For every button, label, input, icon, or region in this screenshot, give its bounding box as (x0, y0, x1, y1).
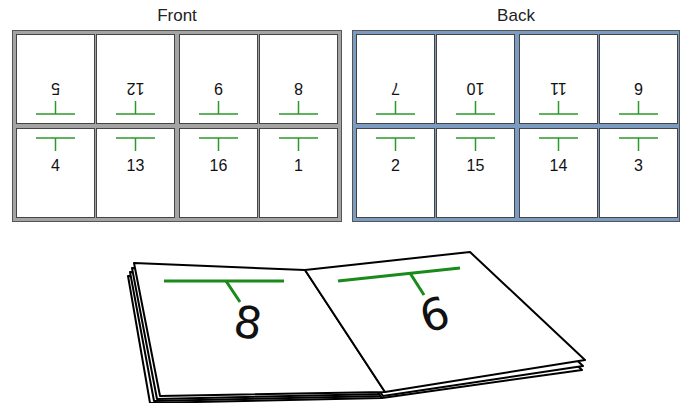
page-number: 10 (437, 79, 514, 97)
sheet-panel: Back710116215143 (352, 30, 680, 222)
page-cell: 12 (96, 34, 175, 124)
page-cell: 2 (356, 128, 435, 218)
page-number: 6 (600, 79, 677, 97)
page-cell: 15 (436, 128, 515, 218)
page-cell: 6 (599, 34, 678, 124)
page-number: 7 (357, 79, 434, 97)
sheet-panel: Front51298413161 (12, 30, 342, 222)
panel-heading: Back (353, 6, 679, 26)
page-cell: 8 (259, 34, 338, 124)
page-number: 9 (180, 79, 257, 97)
page-number: 16 (180, 157, 257, 175)
fold-mark (164, 280, 284, 283)
page-cell: 4 (16, 128, 95, 218)
right-page (305, 252, 585, 392)
page-number: 13 (97, 157, 174, 175)
page-cell: 3 (599, 128, 678, 218)
fold-mark (338, 268, 460, 281)
page-number: 2 (357, 157, 434, 175)
page-number: 8 (260, 79, 337, 97)
panel-heading: Front (13, 6, 341, 26)
page-number: 14 (520, 157, 597, 175)
page-cell: 10 (436, 34, 515, 124)
page-cell: 13 (96, 128, 175, 218)
page-cell: 11 (519, 34, 598, 124)
page-cell: 7 (356, 34, 435, 124)
page-number: 12 (97, 79, 174, 97)
page-number: 15 (437, 157, 514, 175)
page-cell: 16 (179, 128, 258, 218)
page-number: 11 (520, 79, 597, 97)
page-cell: 1 (259, 128, 338, 218)
page-cell: 9 (179, 34, 258, 124)
page-number: 4 (17, 157, 94, 175)
page-number: 3 (600, 157, 677, 175)
page-number: 5 (17, 79, 94, 97)
page-cell: 14 (519, 128, 598, 218)
page-number: 1 (260, 157, 337, 175)
page-cell: 5 (16, 34, 95, 124)
